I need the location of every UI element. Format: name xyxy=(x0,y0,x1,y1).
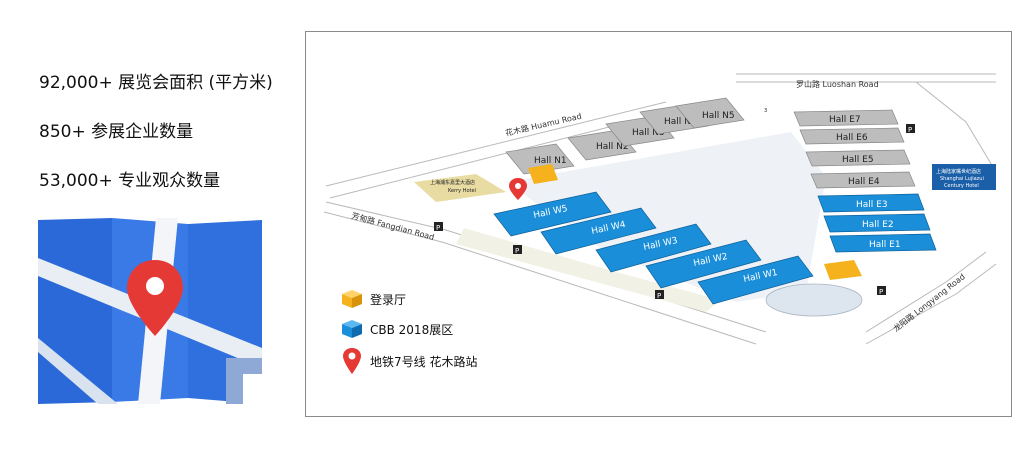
century-hotel-en: Shanghai Lujiazui xyxy=(940,176,984,182)
century-hotel-cn: 上海陆家嘴世纪酒店 xyxy=(936,168,981,175)
century-hotel-en2: Century Hotel xyxy=(944,183,979,189)
road-label-fangdian: 芳甸路 Fangdian Road xyxy=(350,210,435,242)
hall-n1[interactable]: Hall N1 xyxy=(534,156,567,166)
legend-metro: 地铁7号线 花木路站 xyxy=(370,354,477,369)
kerry-hotel-cn: 上海浦东嘉里大酒店 xyxy=(430,179,475,186)
hall-e3[interactable]: Hall E3 xyxy=(856,200,888,210)
stat-exhibitors: 850+ 参展企业数量 xyxy=(39,122,194,142)
parking-p2: P xyxy=(515,247,519,255)
hall-n5[interactable]: Hall N5 xyxy=(702,111,735,121)
legend-registration: 登录厅 xyxy=(370,292,406,307)
parking-p1: P xyxy=(436,224,440,232)
stat-exhibition-area: 92,000+ 展览会面积 (平方米) xyxy=(39,73,273,93)
legend-metro-icon xyxy=(343,348,361,374)
road-label-longyang: 龙阳路 Longyang Road xyxy=(891,271,967,333)
venue-map: 罗山路 Luoshan Road 花木路 Huamu Road 芳甸路 Fang… xyxy=(305,31,1012,417)
hall-n2[interactable]: Hall N2 xyxy=(596,142,629,152)
road-label-luoshan: 罗山路 Luoshan Road xyxy=(796,79,879,89)
registration-hall-east xyxy=(824,260,862,280)
parking-p3: P xyxy=(657,292,661,300)
halls-west: Hall W5 Hall W4 Hall W3 Hall W2 Hall W1 xyxy=(493,191,814,305)
hall-n3[interactable]: Hall N3 xyxy=(632,128,665,138)
map-icon[interactable] xyxy=(38,218,262,404)
entrance-number: 3 xyxy=(764,108,767,114)
hall-e4[interactable]: Hall E4 xyxy=(848,177,880,187)
legend: 登录厅 CBB 2018展区 地铁7号线 花木路站 xyxy=(342,290,477,374)
plaza xyxy=(765,283,863,317)
location-pin-icon xyxy=(127,260,183,336)
stat-visitors: 53,000+ 专业观众数量 xyxy=(39,171,221,191)
hall-e5[interactable]: Hall E5 xyxy=(842,155,874,165)
legend-cbb-area: CBB 2018展区 xyxy=(370,323,453,337)
century-hotel-box xyxy=(932,164,996,190)
hall-e1[interactable]: Hall E1 xyxy=(869,240,901,250)
hall-n4[interactable]: Hall N4 xyxy=(664,117,697,127)
hall-e7[interactable]: Hall E7 xyxy=(829,115,861,125)
hall-e2[interactable]: Hall E2 xyxy=(862,220,894,230)
registration-hall-north xyxy=(528,164,558,184)
halls-east-blue: Hall E3 Hall E2 Hall E1 xyxy=(817,193,937,253)
parking-p4: P xyxy=(879,288,883,296)
parking-markers: P P P P P xyxy=(434,124,915,300)
halls-east-gray: Hall E7 Hall E6 Hall E5 Hall E4 xyxy=(793,109,916,189)
road-label-huamu: 花木路 Huamu Road xyxy=(504,111,582,138)
kerry-hotel-en: Kerry Hotel xyxy=(448,188,476,194)
halls-north: Hall N1 Hall N2 Hall N3 Hall N4 Hall N5 xyxy=(505,97,745,175)
parking-p5: P xyxy=(908,126,912,134)
hall-e6[interactable]: Hall E6 xyxy=(836,133,868,143)
